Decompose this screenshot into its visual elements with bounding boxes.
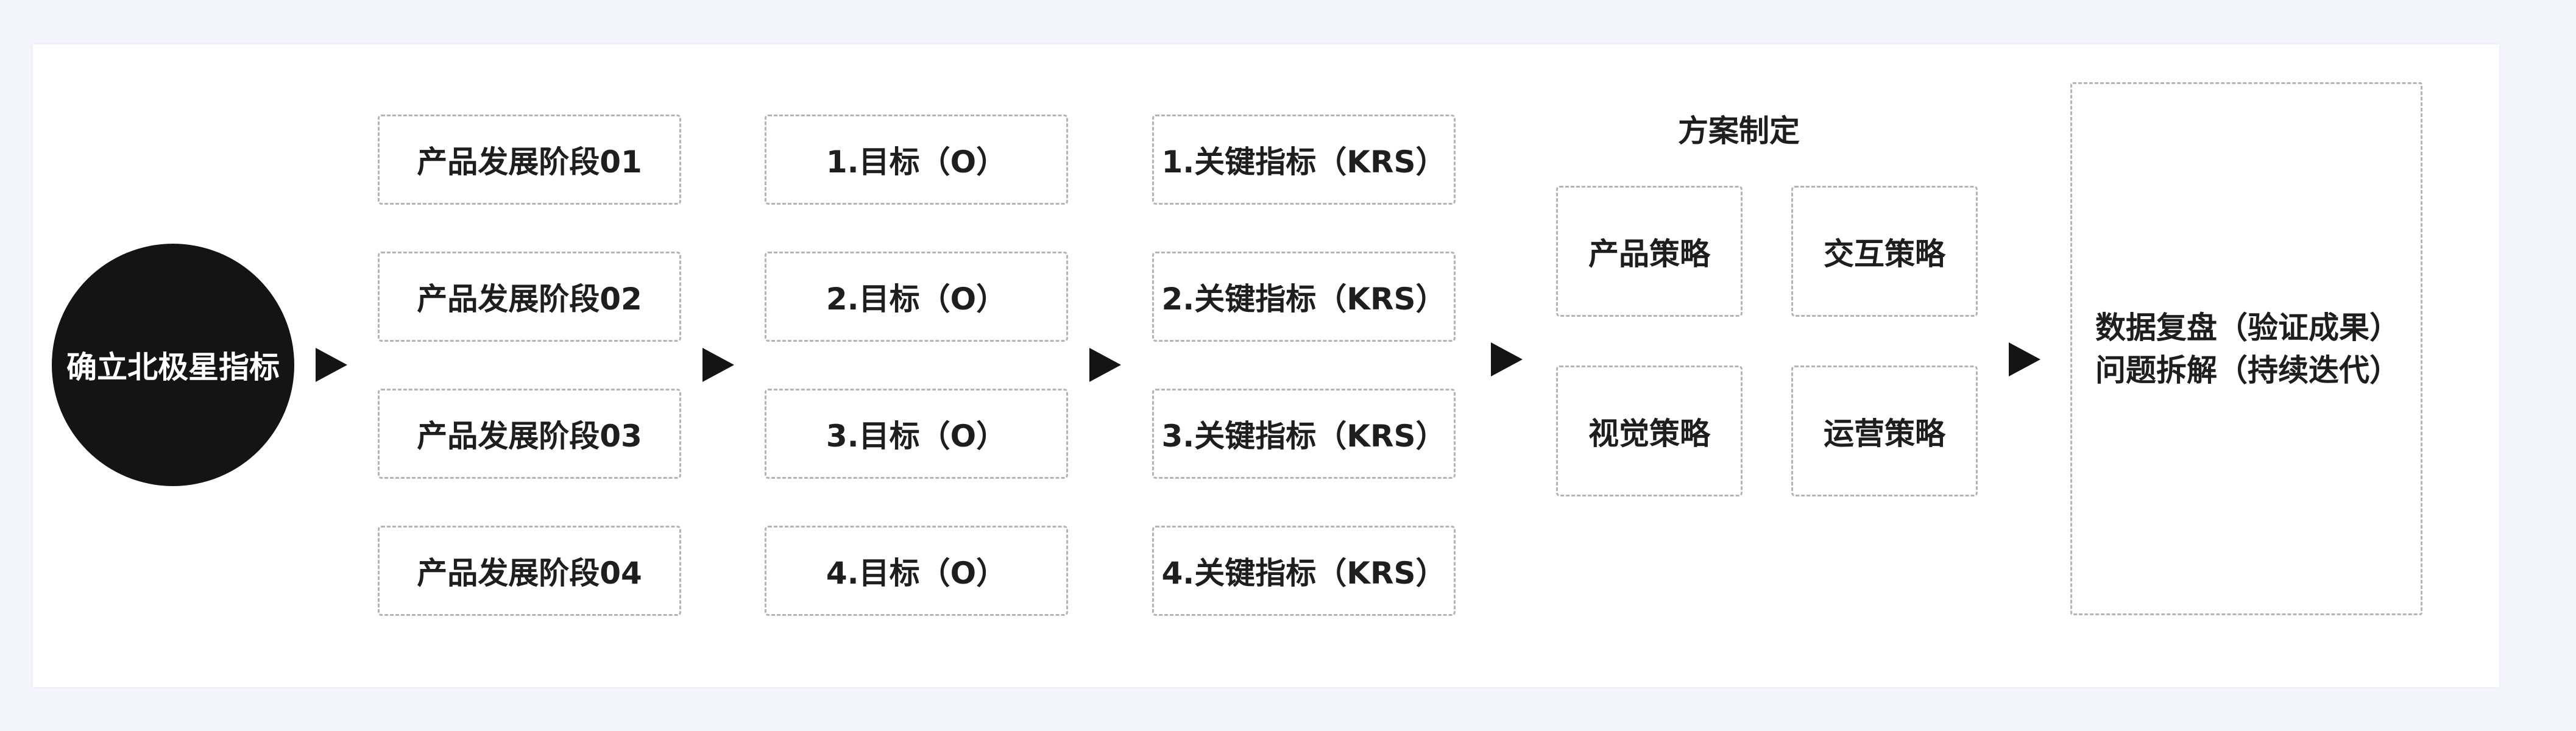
stage-label: 产品发展阶段01 xyxy=(417,144,642,180)
objective-label: 2.目标（O） xyxy=(826,281,1007,317)
objective-box-4: 4.目标（O） xyxy=(765,526,1068,616)
key-result-box-3: 3.关键指标（KRS） xyxy=(1152,389,1456,479)
north-star-node: 确立北极星指标 xyxy=(52,244,294,486)
flow-arrow-3 xyxy=(1089,348,1121,382)
key-result-label: 4.关键指标（KRS） xyxy=(1161,556,1446,591)
strategy-label: 视觉策略 xyxy=(1588,415,1710,451)
strategy-box-product: 产品策略 xyxy=(1556,186,1743,317)
stage-label: 产品发展阶段02 xyxy=(417,281,642,317)
flow-arrow-5 xyxy=(2009,342,2040,376)
strategy-label: 运营策略 xyxy=(1824,415,1945,451)
key-result-box-1: 1.关键指标（KRS） xyxy=(1152,115,1456,205)
plan-title: 方案制定 xyxy=(1678,113,1800,149)
strategy-box-interaction: 交互策略 xyxy=(1791,186,1978,317)
objective-box-2: 2.目标（O） xyxy=(765,252,1068,342)
strategy-label: 交互策略 xyxy=(1824,236,1945,272)
key-result-label: 3.关键指标（KRS） xyxy=(1161,418,1446,454)
stage-label: 产品发展阶段04 xyxy=(417,556,642,591)
flow-arrow-4 xyxy=(1491,342,1523,376)
stage-box-1: 产品发展阶段01 xyxy=(378,115,681,205)
stage-box-4: 产品发展阶段04 xyxy=(378,526,681,616)
north-star-label: 确立北极星指标 xyxy=(66,350,280,385)
strategy-box-operation: 运营策略 xyxy=(1791,366,1978,496)
key-result-box-2: 2.关键指标（KRS） xyxy=(1152,252,1456,342)
flow-arrow-2 xyxy=(702,348,734,382)
objective-label: 4.目标（O） xyxy=(826,556,1007,591)
flow-arrow-1 xyxy=(316,348,347,382)
outcome-box: 数据复盘（验证成果） 问题拆解（持续迭代） xyxy=(2070,82,2422,615)
strategy-box-visual: 视觉策略 xyxy=(1556,366,1743,496)
stage-box-3: 产品发展阶段03 xyxy=(378,389,681,479)
stage-label: 产品发展阶段03 xyxy=(417,418,642,454)
key-result-label: 2.关键指标（KRS） xyxy=(1161,281,1446,317)
outcome-line-iterate: 问题拆解（持续迭代） xyxy=(2095,352,2400,388)
stage-box-2: 产品发展阶段02 xyxy=(378,252,681,342)
key-result-box-4: 4.关键指标（KRS） xyxy=(1152,526,1456,616)
objective-box-1: 1.目标（O） xyxy=(765,115,1068,205)
objective-label: 1.目标（O） xyxy=(826,144,1007,180)
objective-box-3: 3.目标（O） xyxy=(765,389,1068,479)
outcome-line-review: 数据复盘（验证成果） xyxy=(2095,309,2400,345)
strategy-label: 产品策略 xyxy=(1588,236,1710,272)
objective-label: 3.目标（O） xyxy=(826,418,1007,454)
key-result-label: 1.关键指标（KRS） xyxy=(1161,144,1446,180)
